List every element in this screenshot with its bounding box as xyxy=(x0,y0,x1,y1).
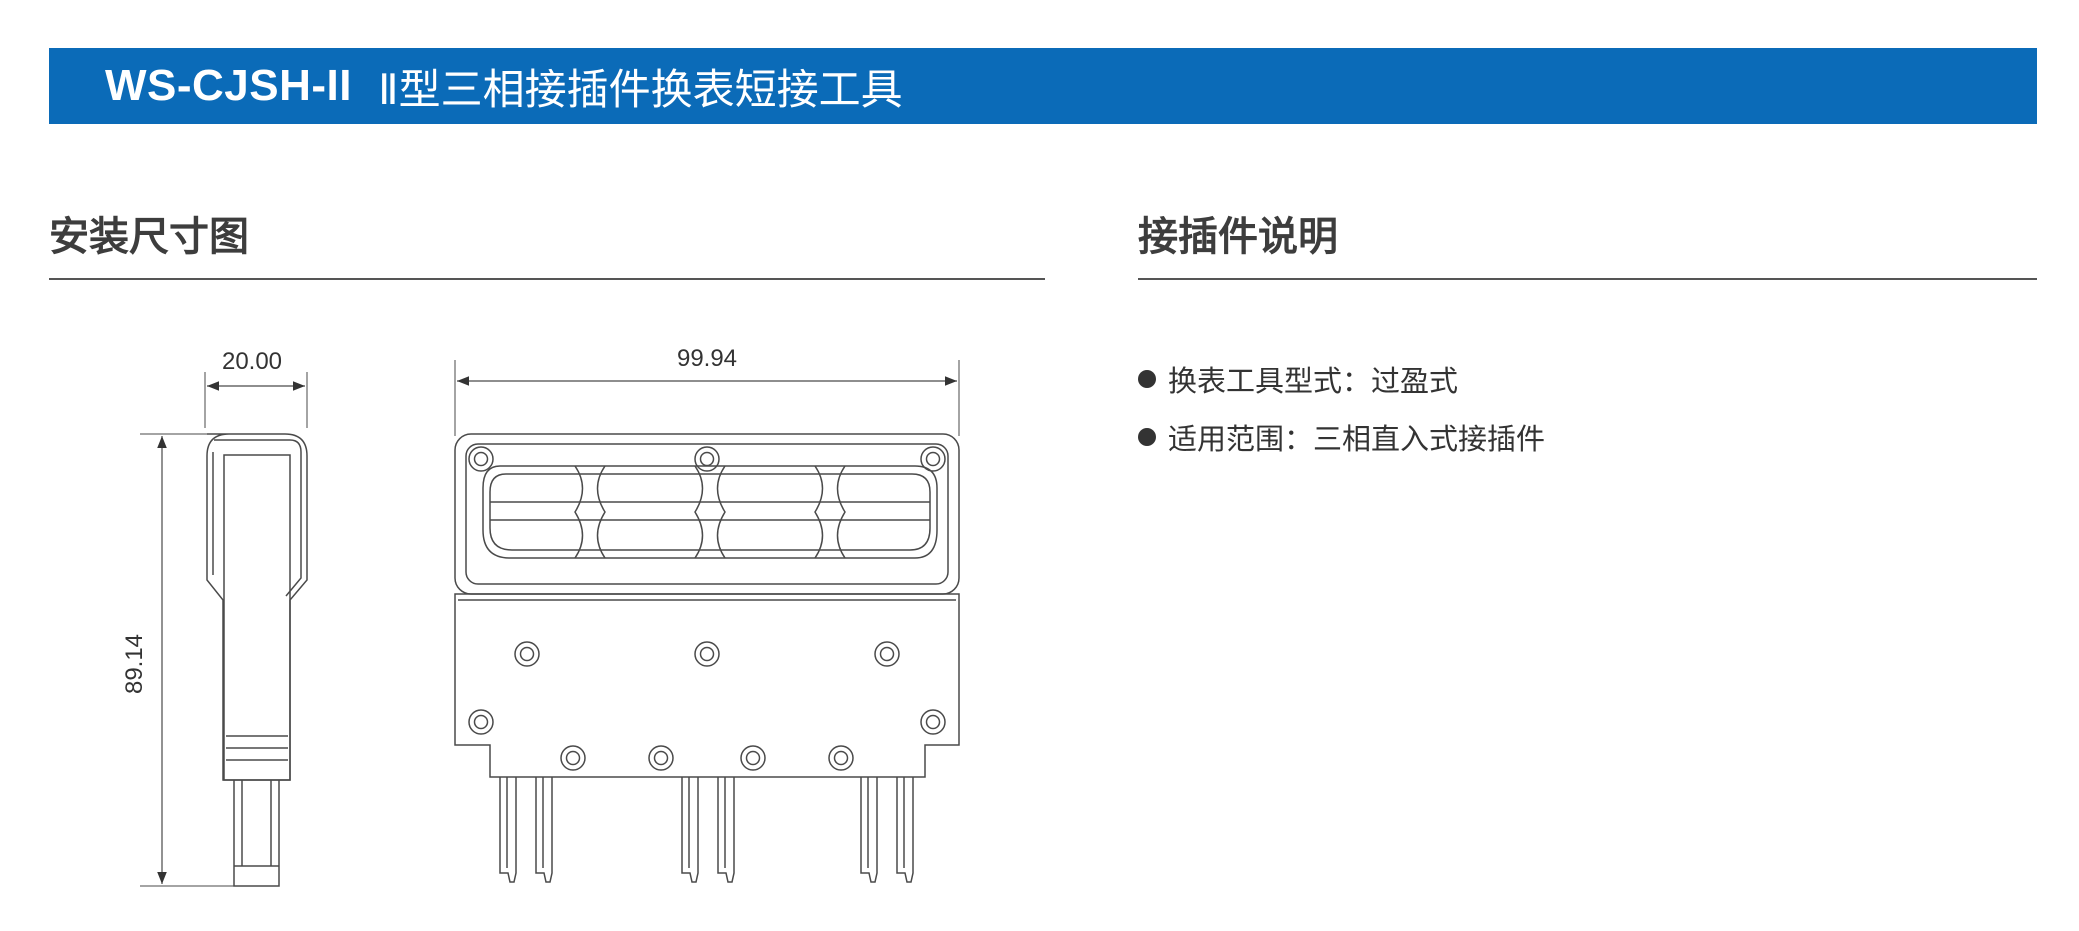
front-width-label: 99.94 xyxy=(677,345,737,372)
screw-bottom-2 xyxy=(648,745,674,771)
bullet-icon xyxy=(1138,370,1156,388)
model-number: WS-CJSH-II xyxy=(105,61,352,110)
screw-mid-right xyxy=(874,641,900,667)
screw-bottom-4 xyxy=(828,745,854,771)
description-section-title: 接插件说明 xyxy=(1138,214,1338,260)
screw-top-center xyxy=(694,446,720,472)
screw-top-right xyxy=(920,446,946,472)
list-item: 适用范围：三相直入式接插件 xyxy=(1138,408,1545,466)
side-width-label: 20.00 xyxy=(222,348,282,375)
side-view xyxy=(140,372,308,887)
front-view xyxy=(454,360,960,883)
screw-mid-center xyxy=(694,641,720,667)
title-banner: WS-CJSH-II Ⅱ型三相接插件换表短接工具 xyxy=(49,48,2037,124)
screw-top-left xyxy=(468,446,494,472)
bullet-icon xyxy=(1138,428,1156,446)
side-height-label: 89.14 xyxy=(121,634,148,694)
screw-bottom-1 xyxy=(560,745,586,771)
screw-low-right xyxy=(920,709,946,735)
list-item: 换表工具型式：过盈式 xyxy=(1138,350,1545,408)
screw-low-left xyxy=(468,709,494,735)
dimensions-section-title: 安装尺寸图 xyxy=(49,214,249,260)
dimensions-divider xyxy=(49,278,1045,280)
description-divider xyxy=(1138,278,2037,280)
screw-bottom-3 xyxy=(740,745,766,771)
spec-text: 适用范围：三相直入式接插件 xyxy=(1168,422,1546,456)
spec-text: 换表工具型式：过盈式 xyxy=(1168,364,1459,398)
product-name: Ⅱ型三相接插件换表短接工具 xyxy=(378,64,903,114)
screw-mid-left xyxy=(514,641,540,667)
spec-list: 换表工具型式：过盈式 适用范围：三相直入式接插件 xyxy=(1138,350,1545,466)
